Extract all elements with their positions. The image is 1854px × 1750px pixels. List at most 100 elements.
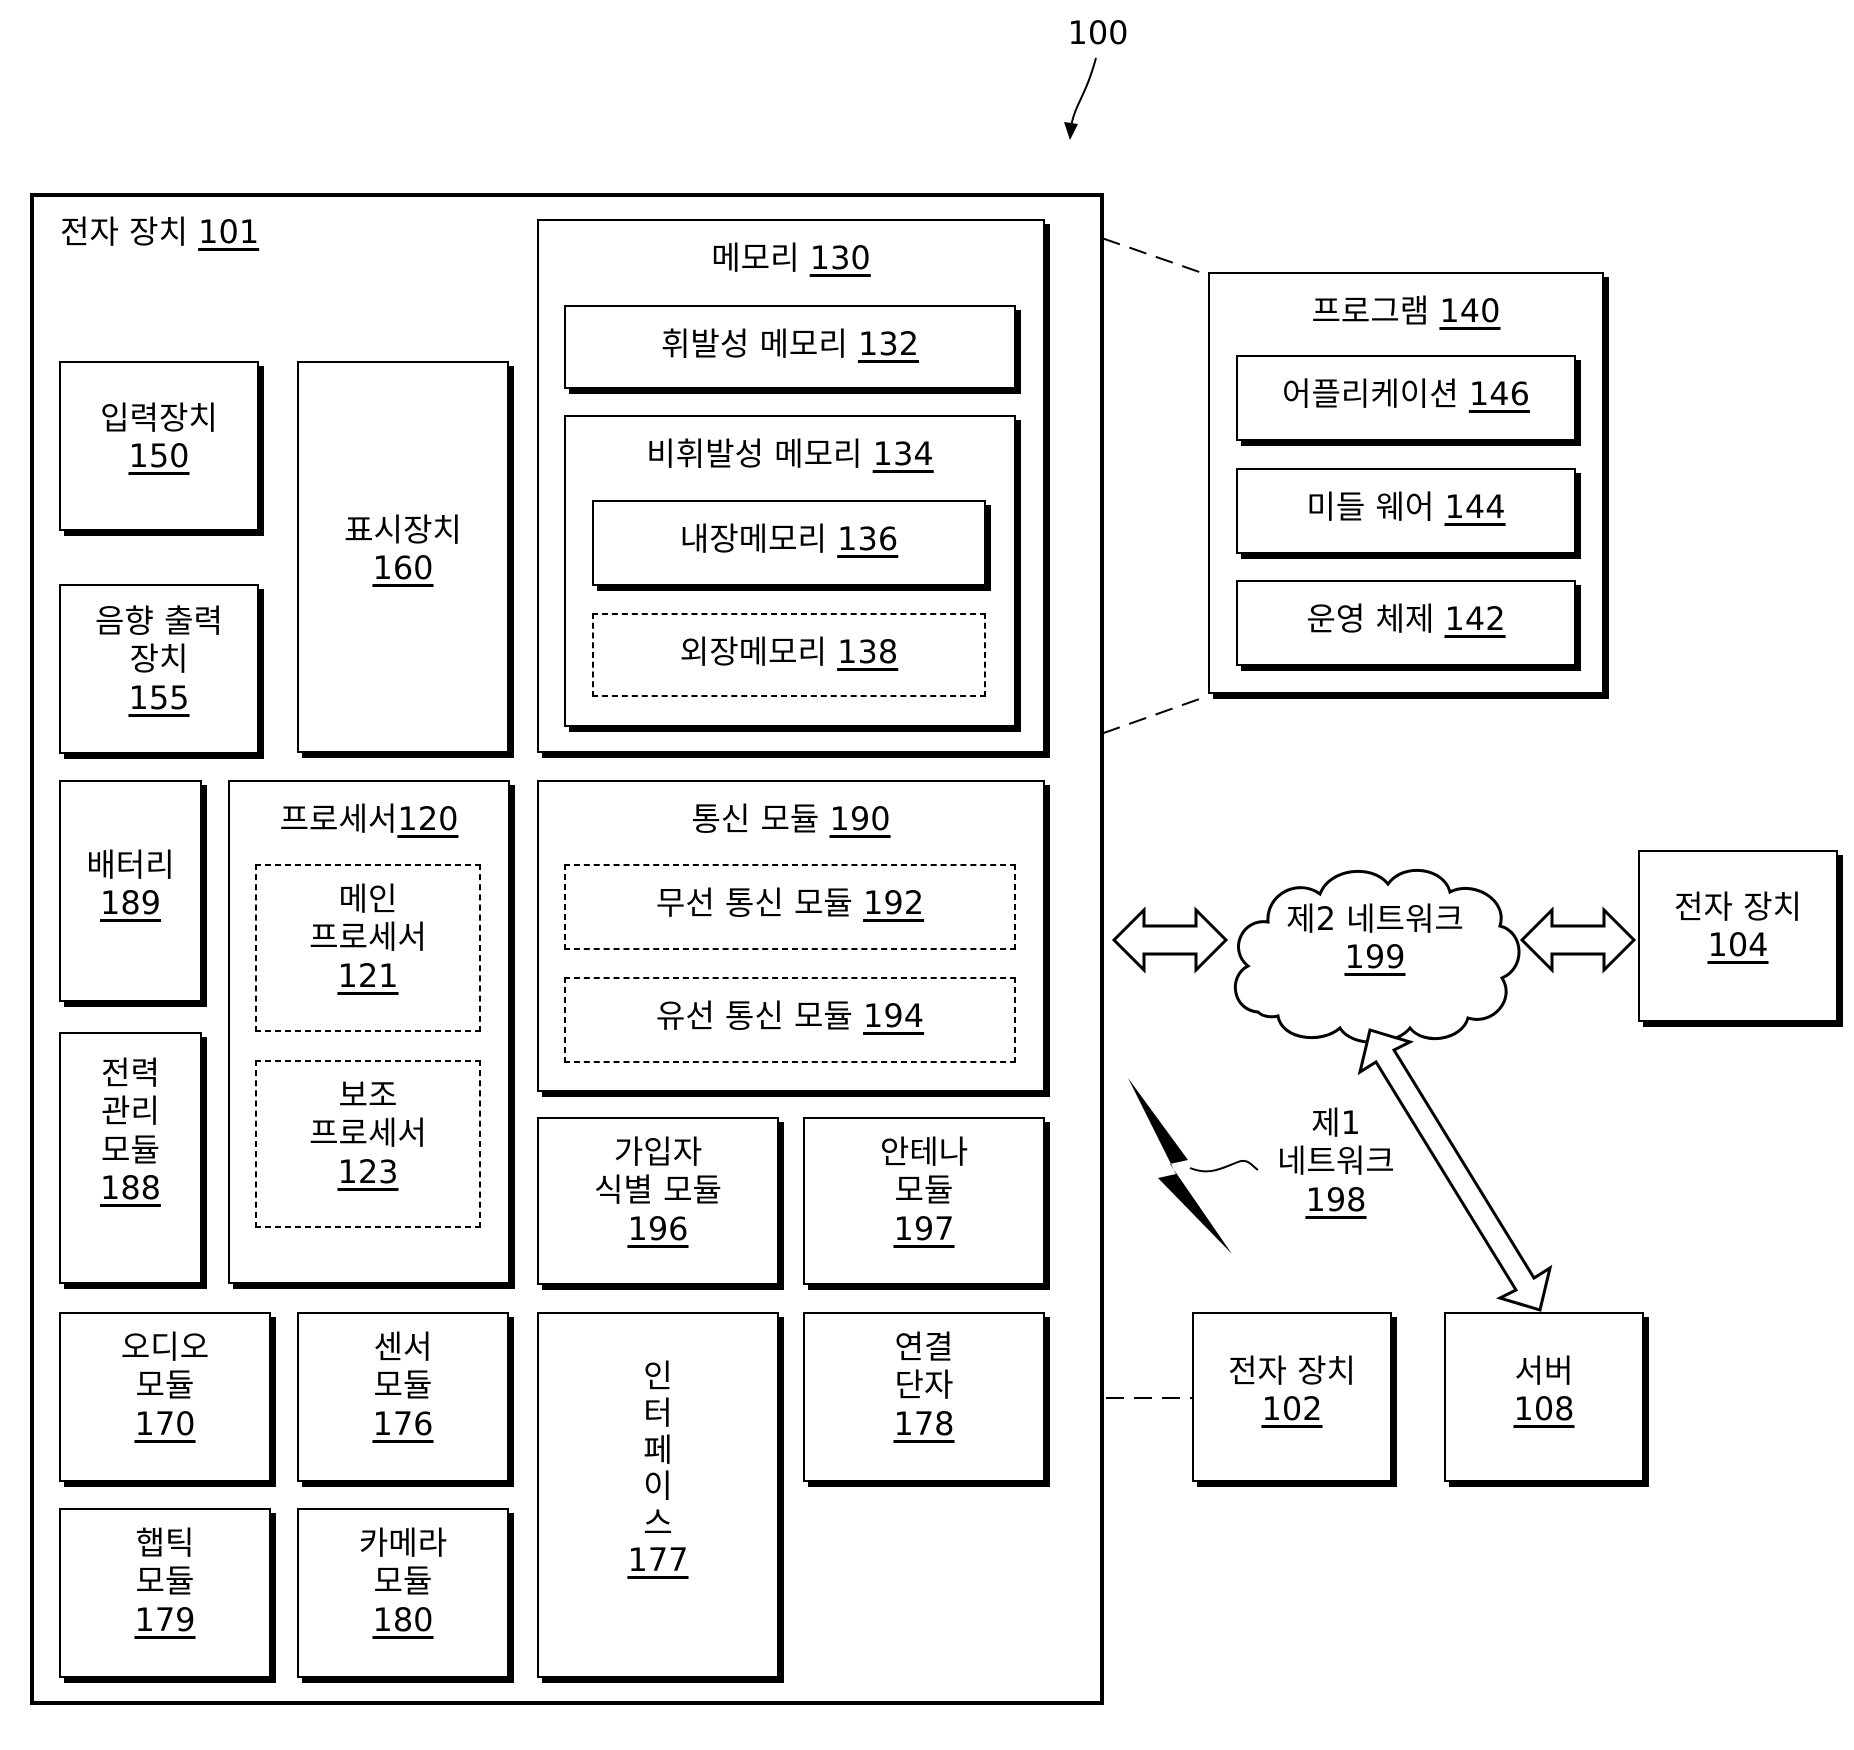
main-121-num: 121 — [257, 957, 479, 995]
ref-100-leader — [1070, 58, 1096, 138]
device-104-num: 104 — [1640, 926, 1836, 964]
camera-180-num: 180 — [299, 1601, 507, 1639]
audio-module-170: 오디오 모듈 170 — [59, 1312, 271, 1482]
connect-178-line2: 단자 — [805, 1366, 1043, 1404]
haptic-179-line1: 햅틱 — [61, 1524, 269, 1562]
external-memory-138: 외장메모리 138 — [592, 613, 986, 697]
haptic-179-num: 179 — [61, 1601, 269, 1639]
comm-190-num: 190 — [830, 800, 891, 838]
processor-120-text: 프로세서 — [280, 800, 398, 838]
device-102-num: 102 — [1194, 1390, 1390, 1428]
device-102-label: 전자 장치 102 — [1194, 1352, 1390, 1429]
wired-comm-194: 유선 통신 모듈 194 — [564, 977, 1016, 1063]
wired-194-text: 유선 통신 모듈 — [656, 997, 853, 1035]
connect-178-num: 178 — [805, 1405, 1043, 1443]
main-121-label: 메인 프로세서 121 — [257, 880, 479, 995]
power-188-label: 전력 관리 모듈 188 — [61, 1054, 200, 1208]
battery-189-num: 189 — [61, 884, 200, 922]
interface-177-char5: 스 — [539, 1505, 777, 1542]
battery-189-text: 배터리 — [61, 846, 200, 884]
wireless-comm-192: 무선 통신 모듈 192 — [564, 864, 1016, 950]
server-108-label: 서버 108 — [1446, 1352, 1642, 1429]
camera-180-line1: 카메라 — [299, 1524, 507, 1562]
sim-196-num: 196 — [539, 1210, 777, 1248]
device-101-label: 전자 장치 101 — [60, 213, 259, 251]
antenna-197-label: 안테나 모듈 197 — [805, 1133, 1043, 1248]
interface-177-char3: 페 — [539, 1432, 777, 1469]
device-102-text: 전자 장치 — [1194, 1352, 1390, 1390]
power-management-188: 전력 관리 모듈 188 — [59, 1032, 202, 1284]
volatile-132-num: 132 — [858, 325, 919, 363]
sound-155-line2: 장치 — [61, 640, 257, 678]
battery-189: 배터리 189 — [59, 780, 202, 1002]
camera-180-line2: 모듈 — [299, 1562, 507, 1600]
sensor-176-line1: 센서 — [299, 1328, 507, 1366]
middleware-144: 미들 웨어 144 — [1236, 468, 1576, 554]
sound-155-line1: 음향 출력 — [61, 602, 257, 640]
connection-terminal-178: 연결 단자 178 — [803, 1312, 1045, 1482]
connect-178-line1: 연결 — [805, 1328, 1043, 1366]
ref-100-arrowhead — [1064, 122, 1078, 140]
memory-130-label: 메모리 130 — [539, 239, 1043, 277]
external-138-text: 외장메모리 — [680, 633, 827, 671]
input-150-num: 150 — [61, 437, 257, 475]
nonvolatile-134-num: 134 — [873, 435, 934, 473]
os-142-label: 운영 체제 142 — [1238, 600, 1574, 638]
input-150-text: 입력장치 — [61, 399, 257, 437]
interface-177: 인 터 페 이 스 177 — [537, 1312, 779, 1678]
internal-136-num: 136 — [837, 520, 898, 558]
audio-170-label: 오디오 모듈 170 — [61, 1328, 269, 1443]
camera-module-180: 카메라 모듈 180 — [297, 1508, 509, 1678]
power-188-line3: 모듈 — [61, 1131, 200, 1169]
interface-177-char2: 터 — [539, 1395, 777, 1432]
internal-136-label: 내장메모리 136 — [594, 520, 984, 558]
memory-130-num: 130 — [810, 239, 871, 277]
sim-196-line1: 가입자 — [539, 1133, 777, 1171]
aux-123-label: 보조 프로세서 123 — [257, 1076, 479, 1191]
network-198-label: 제1 네트워크 198 — [1256, 1104, 1416, 1219]
display-160-label: 표시장치 160 — [299, 511, 507, 588]
server-108-text: 서버 — [1446, 1352, 1642, 1390]
middleware-144-label: 미들 웨어 144 — [1238, 488, 1574, 526]
electronic-device-102: 전자 장치 102 — [1192, 1312, 1392, 1482]
power-188-line1: 전력 — [61, 1054, 200, 1092]
internal-memory-136: 내장메모리 136 — [592, 500, 986, 586]
sim-196-line2: 식별 모듈 — [539, 1171, 777, 1209]
input-device-150: 입력장치 150 — [59, 361, 259, 531]
network-199-text: 제2 네트워크 — [1240, 900, 1510, 938]
application-146: 어플리케이션 146 — [1236, 355, 1576, 441]
sensor-176-line2: 모듈 — [299, 1366, 507, 1404]
antenna-197-num: 197 — [805, 1210, 1043, 1248]
wired-194-label: 유선 통신 모듈 194 — [566, 997, 1014, 1035]
network-198-line2: 네트워크 — [1256, 1142, 1416, 1180]
device-101-text: 전자 장치 — [60, 213, 188, 251]
volatile-memory-132: 휘발성 메모리 132 — [564, 305, 1016, 389]
volatile-132-label: 휘발성 메모리 132 — [566, 325, 1014, 363]
device-104-text: 전자 장치 — [1640, 888, 1836, 926]
middleware-144-num: 144 — [1445, 488, 1506, 526]
sound-155-num: 155 — [61, 679, 257, 717]
network-198-line1: 제1 — [1256, 1104, 1416, 1142]
audio-170-num: 170 — [61, 1405, 269, 1443]
external-138-num: 138 — [837, 633, 898, 671]
sound-155-label: 음향 출력 장치 155 — [61, 602, 257, 717]
main-processor-121: 메인 프로세서 121 — [255, 864, 481, 1032]
comm-190-text: 통신 모듈 — [691, 800, 819, 838]
os-142: 운영 체제 142 — [1236, 580, 1576, 666]
figure-ref-100: 100 — [1058, 14, 1138, 52]
processor-120-label: 프로세서120 — [230, 800, 508, 838]
interface-177-num: 177 — [539, 1542, 777, 1579]
audio-170-line2: 모듈 — [61, 1366, 269, 1404]
wireless-192-text: 무선 통신 모듈 — [656, 884, 853, 922]
main-121-line1: 메인 — [257, 880, 479, 918]
power-188-line2: 관리 — [61, 1092, 200, 1130]
main-121-line2: 프로세서 — [257, 918, 479, 956]
nonvolatile-134-label: 비휘발성 메모리 134 — [566, 435, 1014, 473]
input-150-label: 입력장치 150 — [61, 399, 257, 476]
network-198-num: 198 — [1256, 1181, 1416, 1219]
nonvolatile-134-text: 비휘발성 메모리 — [646, 435, 862, 473]
sim-196-label: 가입자 식별 모듈 196 — [539, 1133, 777, 1248]
interface-177-label: 인 터 페 이 스 177 — [539, 1358, 777, 1579]
network-199-label: 제2 네트워크 199 — [1240, 900, 1510, 977]
internal-136-text: 내장메모리 — [680, 520, 827, 558]
